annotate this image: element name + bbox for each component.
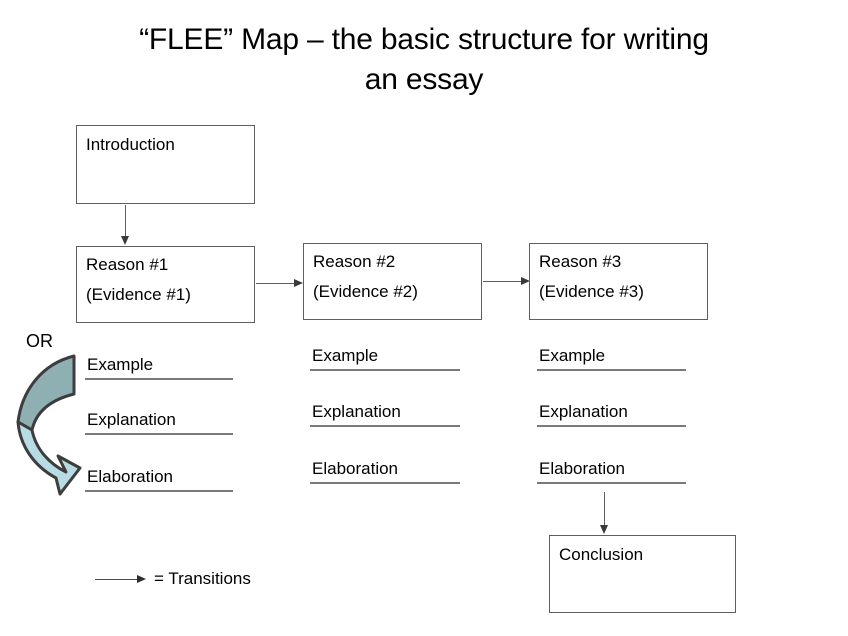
arrow-reason2-to-reason3 [483,277,530,285]
box-reason-2-title: Reason #2 [313,252,396,271]
box-reason-3-title: Reason #3 [539,252,622,271]
arrow-elaboration-to-conclusion [600,492,608,534]
box-reason-2-evidence: (Evidence #2) [313,282,418,301]
box-reason-3-evidence: (Evidence #3) [539,282,644,301]
flee-item-column3-elaboration[interactable]: Elaboration [537,458,686,484]
legend-label: = Transitions [154,569,251,588]
flee-underline [85,433,233,435]
box-reason-2[interactable]: Reason #2 (Evidence #2) [303,243,482,320]
box-conclusion[interactable]: Conclusion [549,535,736,613]
flee-label: Explanation [87,410,176,429]
flee-underline [85,378,233,380]
flee-item-column3-example[interactable]: Example [537,345,686,371]
flee-underline [537,482,686,484]
or-label: OR [26,331,53,351]
flee-label: Explanation [312,402,401,421]
flee-item-column3-explanation[interactable]: Explanation [537,401,686,427]
flee-label: Example [539,346,606,365]
flee-item-column1-explanation[interactable]: Explanation [85,409,233,435]
page-title: “FLEE” Map – the basic structure for wri… [139,23,709,96]
box-introduction[interactable]: Introduction [76,125,255,204]
flee-item-column2-example[interactable]: Example [310,345,460,371]
box-reason-3[interactable]: Reason #3 (Evidence #3) [529,243,708,320]
flee-label: Explanation [539,402,628,421]
flee-label: Example [312,346,379,365]
arrow-introduction-to-reason1 [121,205,129,245]
flee-label: Elaboration [539,459,626,478]
flee-underline [310,369,460,371]
flee-item-column2-explanation[interactable]: Explanation [310,401,460,427]
flee-label: Elaboration [312,459,399,478]
box-introduction-label: Introduction [86,135,175,154]
flee-underline [85,490,233,492]
box-reason-1-title: Reason #1 [86,255,169,274]
flee-item-column2-elaboration[interactable]: Elaboration [310,458,460,484]
box-reason-1[interactable]: Reason #1 (Evidence #1) [76,246,255,323]
flee-item-column1-example[interactable]: Example [85,354,233,380]
flee-underline [310,482,460,484]
flee-label: Example [87,355,154,374]
curved-arrow-icon [16,354,82,496]
box-reason-1-evidence: (Evidence #1) [86,285,191,304]
arrow-reason1-to-reason2 [256,279,303,287]
flee-label: Elaboration [87,467,174,486]
flee-underline [537,369,686,371]
box-conclusion-label: Conclusion [559,545,644,564]
flee-underline [310,425,460,427]
flee-underline [537,425,686,427]
legend-arrow-icon [95,575,146,583]
flee-item-column1-elaboration[interactable]: Elaboration [85,466,233,492]
